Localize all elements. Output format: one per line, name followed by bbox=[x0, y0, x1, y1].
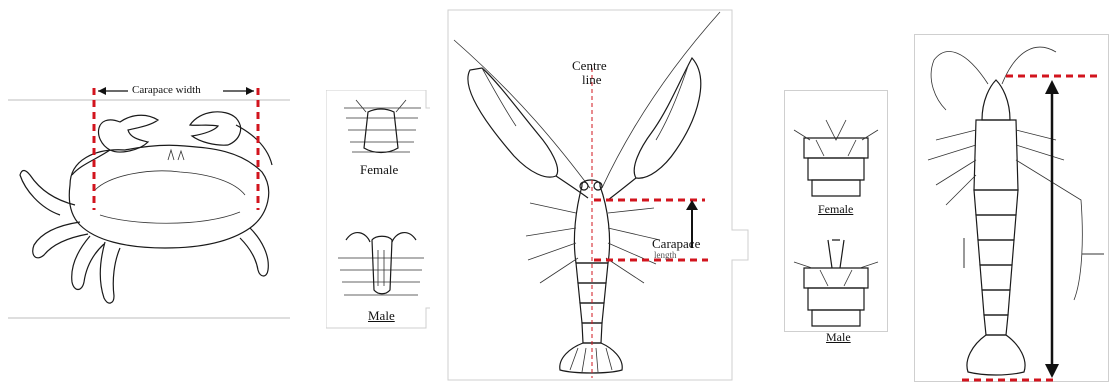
centre-line-label-2: line bbox=[582, 72, 602, 88]
crab-sex-drawing bbox=[326, 90, 436, 330]
crab-panel: Carapace width bbox=[0, 0, 300, 383]
lobster-male-label: Male bbox=[826, 330, 851, 345]
lobster-panel: Centre line Carapace length bbox=[430, 8, 750, 383]
carapace-width-label: Carapace width bbox=[132, 84, 201, 96]
crab-drawing bbox=[0, 0, 300, 383]
carapace-length-label-2: length bbox=[654, 250, 677, 260]
crab-sex-panel: Female Male bbox=[326, 90, 426, 330]
lobster-sex-panel: Female Male bbox=[784, 90, 888, 332]
crab-male-label: Male bbox=[368, 308, 395, 324]
prawn-panel bbox=[906, 0, 1110, 383]
lobster-female-label: Female bbox=[818, 202, 853, 217]
prawn-drawing bbox=[906, 0, 1110, 383]
crab-female-label: Female bbox=[360, 162, 398, 178]
